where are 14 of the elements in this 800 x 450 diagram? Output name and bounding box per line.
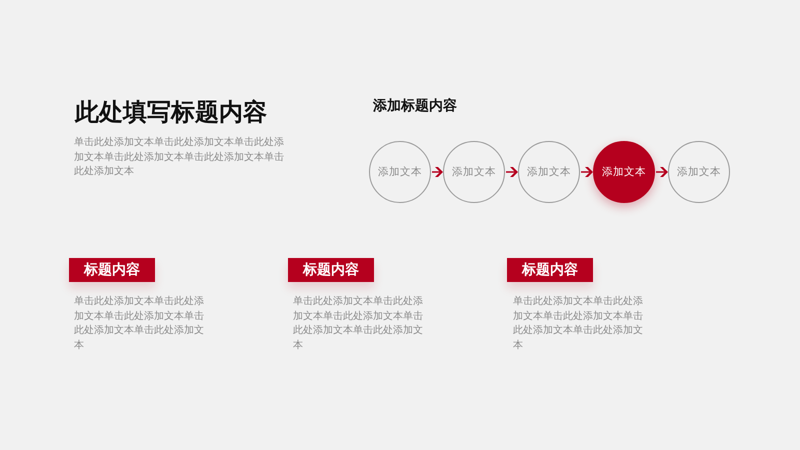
body-text: 单击此处添加文本单击此处添加文本单击此处添加文本单击此处添加文本单击此处添加文本 xyxy=(513,295,644,353)
step-circle: 添加文本 xyxy=(369,141,431,203)
body-text: 单击此处添加文本单击此处添加文本单击此处添加文本单击此处添加文本单击此处添加文本 xyxy=(293,295,424,353)
step-circle: 添加文本 xyxy=(518,141,580,203)
heading-tag: 标题内容 xyxy=(507,258,593,282)
heading-tag: 标题内容 xyxy=(288,258,374,282)
body-text: 单击此处添加文本单击此处添加文本单击此处添加文本单击此处添加文本单击此处添加文本 xyxy=(74,295,205,353)
heading-tag: 标题内容 xyxy=(69,258,155,282)
title: 此处填写标题内容 xyxy=(75,97,267,128)
step-circle: 添加文本 xyxy=(668,141,730,203)
subheading: 添加标题内容 xyxy=(373,97,458,115)
step-circle: 添加文本 xyxy=(443,141,505,203)
body-text: 单击此处添加文本单击此处添加文本单击此处添加文本单击此处添加文本单击此处添加文本单击此处添加文本 xyxy=(74,136,285,180)
step-circle: 添加文本 xyxy=(593,141,655,203)
